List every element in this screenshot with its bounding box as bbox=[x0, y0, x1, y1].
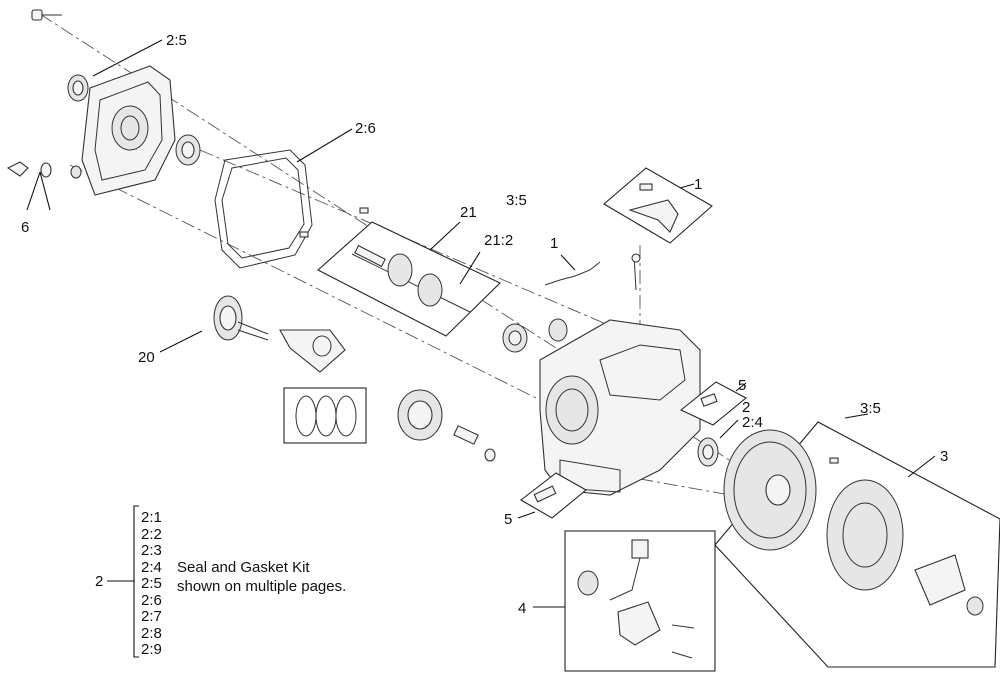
callout-2-6: 2:6 bbox=[355, 120, 376, 137]
legend-item-2-8: 2:8 bbox=[141, 625, 162, 642]
crankcase-cover-bolt bbox=[31, 9, 62, 21]
connecting-rod bbox=[279, 329, 346, 373]
callout-2-4: 2:4 bbox=[742, 414, 763, 431]
oil-seal-2-5 bbox=[67, 74, 89, 102]
callout-3: 3 bbox=[940, 448, 948, 465]
legend-note-line1: Seal and Gasket Kit bbox=[177, 559, 310, 576]
governor-shaft bbox=[631, 253, 641, 291]
legend-item-2-5: 2:5 bbox=[141, 575, 162, 592]
governor-spring bbox=[544, 261, 601, 286]
callout-5-left: 5 bbox=[504, 511, 512, 528]
piston-rings-box bbox=[283, 387, 367, 444]
leader-lines bbox=[26, 39, 936, 608]
callout-1-top: 1 bbox=[694, 176, 702, 193]
cover-bearing bbox=[175, 134, 201, 166]
callout-3-5-right: 3:5 bbox=[860, 400, 881, 417]
oil-seal-2-4 bbox=[697, 437, 719, 467]
governor-arm-box bbox=[603, 167, 713, 244]
ignition-coil-box bbox=[564, 530, 716, 672]
legend-item-2-3: 2:3 bbox=[141, 542, 162, 559]
callout-2-5: 2:5 bbox=[166, 32, 187, 49]
legend-item-2-9: 2:9 bbox=[141, 641, 162, 658]
oil-sensor-box-right bbox=[679, 381, 747, 426]
crankcase-cover bbox=[81, 65, 176, 196]
callout-1-mid: 1 bbox=[550, 235, 558, 252]
legend-note-line2: shown on multiple pages. bbox=[177, 578, 346, 595]
legend-number: 2 bbox=[95, 573, 103, 590]
bolt-box-left bbox=[520, 472, 587, 519]
legend-item-2-2: 2:2 bbox=[141, 526, 162, 543]
callout-5-right: 5 bbox=[738, 377, 746, 394]
callout-21-2: 21:2 bbox=[484, 232, 513, 249]
callout-labels: 2:5 2:6 6 21 21:2 3:5 1 1 20 5 2 2:4 3:5… bbox=[21, 32, 948, 617]
legend-item-2-4: 2:4 bbox=[141, 559, 162, 576]
callout-3-5-top: 3:5 bbox=[506, 192, 527, 209]
flywheel-box bbox=[714, 421, 1000, 668]
drain-plug-and-washer bbox=[6, 161, 82, 179]
legend-item-2-1: 2:1 bbox=[141, 509, 162, 526]
main-bearing-and-governor bbox=[502, 318, 568, 353]
seal-gasket-kit-legend: 2 2:1 2:2 2:3 2:4 2:5 2:6 2:7 2:8 2:9 Se… bbox=[95, 505, 346, 658]
crankshaft-box bbox=[317, 221, 501, 337]
crankcase-block bbox=[539, 319, 701, 496]
camshaft-gear bbox=[213, 295, 269, 341]
callout-20: 20 bbox=[138, 349, 155, 366]
callout-4: 4 bbox=[518, 600, 526, 617]
legend-item-2-7: 2:7 bbox=[141, 608, 162, 625]
piston bbox=[397, 389, 496, 462]
crankcase-gasket bbox=[214, 149, 313, 269]
legend-item-2-6: 2:6 bbox=[141, 592, 162, 609]
callout-2: 2 bbox=[742, 399, 750, 416]
dowel-pins bbox=[299, 207, 369, 238]
callout-21: 21 bbox=[460, 204, 477, 221]
callout-6: 6 bbox=[21, 219, 29, 236]
